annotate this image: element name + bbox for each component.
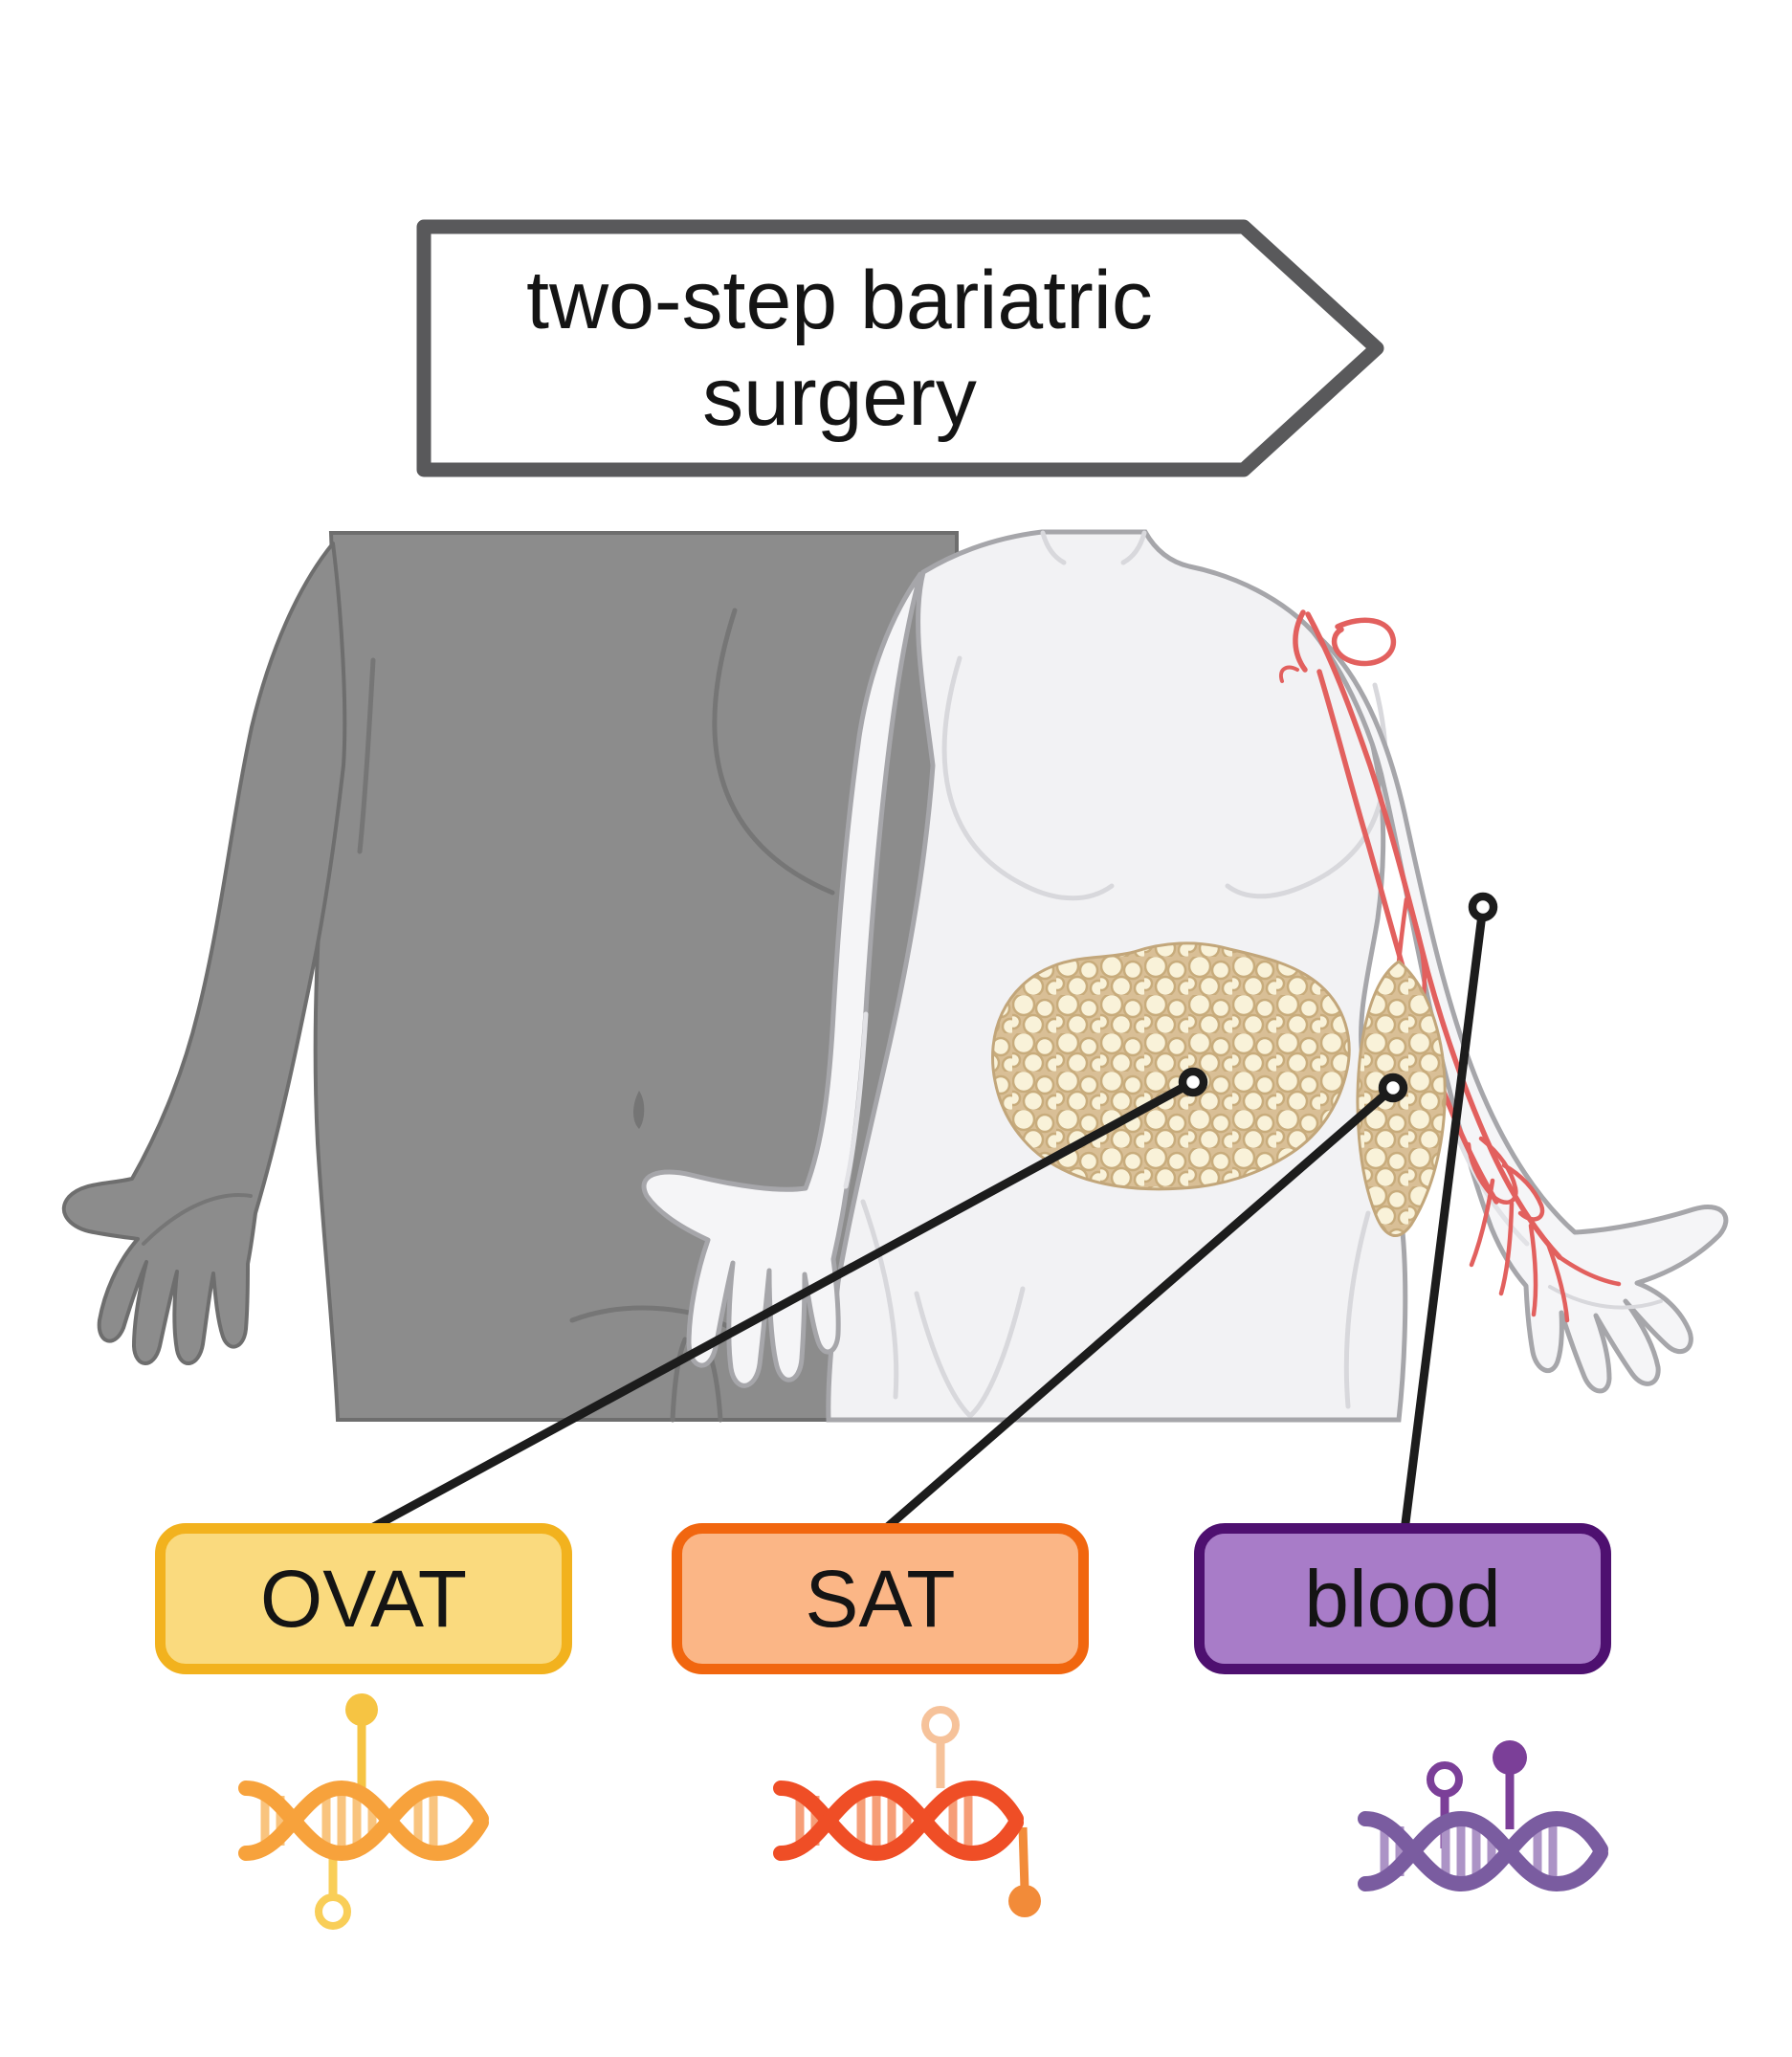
dna-methylation-icon-blood <box>1358 1740 1608 1892</box>
ovat-connector-line <box>362 1077 1198 1536</box>
blood-box: blood <box>1194 1523 1611 1674</box>
ovat-label: OVAT <box>259 1553 468 1644</box>
ovat-box: OVAT <box>155 1523 572 1674</box>
surgery-banner-shape <box>416 219 1384 477</box>
banner-label-line2: surgery <box>702 351 977 443</box>
sat-connector-line <box>878 1083 1398 1536</box>
blood-sample-marker <box>1468 892 1498 922</box>
dna-methylation-icon-ovat <box>238 1693 489 1930</box>
ovat-fat-deposit <box>991 941 1351 1191</box>
ovat-sample-marker <box>1178 1067 1208 1097</box>
pre-surgery-navel <box>633 1091 645 1129</box>
sat-label: SAT <box>805 1553 956 1644</box>
blood-connector-line <box>1400 902 1488 1536</box>
surgery-banner: two-step bariatric surgery <box>435 230 1244 469</box>
dna-methylation-icon-sat <box>773 1706 1041 1917</box>
pre-surgery-arm <box>61 542 347 1366</box>
blood-label: blood <box>1304 1553 1501 1644</box>
banner-label-line1: two-step bariatric <box>526 254 1153 346</box>
sat-sample-marker <box>1378 1073 1408 1103</box>
sat-box: SAT <box>672 1523 1089 1674</box>
